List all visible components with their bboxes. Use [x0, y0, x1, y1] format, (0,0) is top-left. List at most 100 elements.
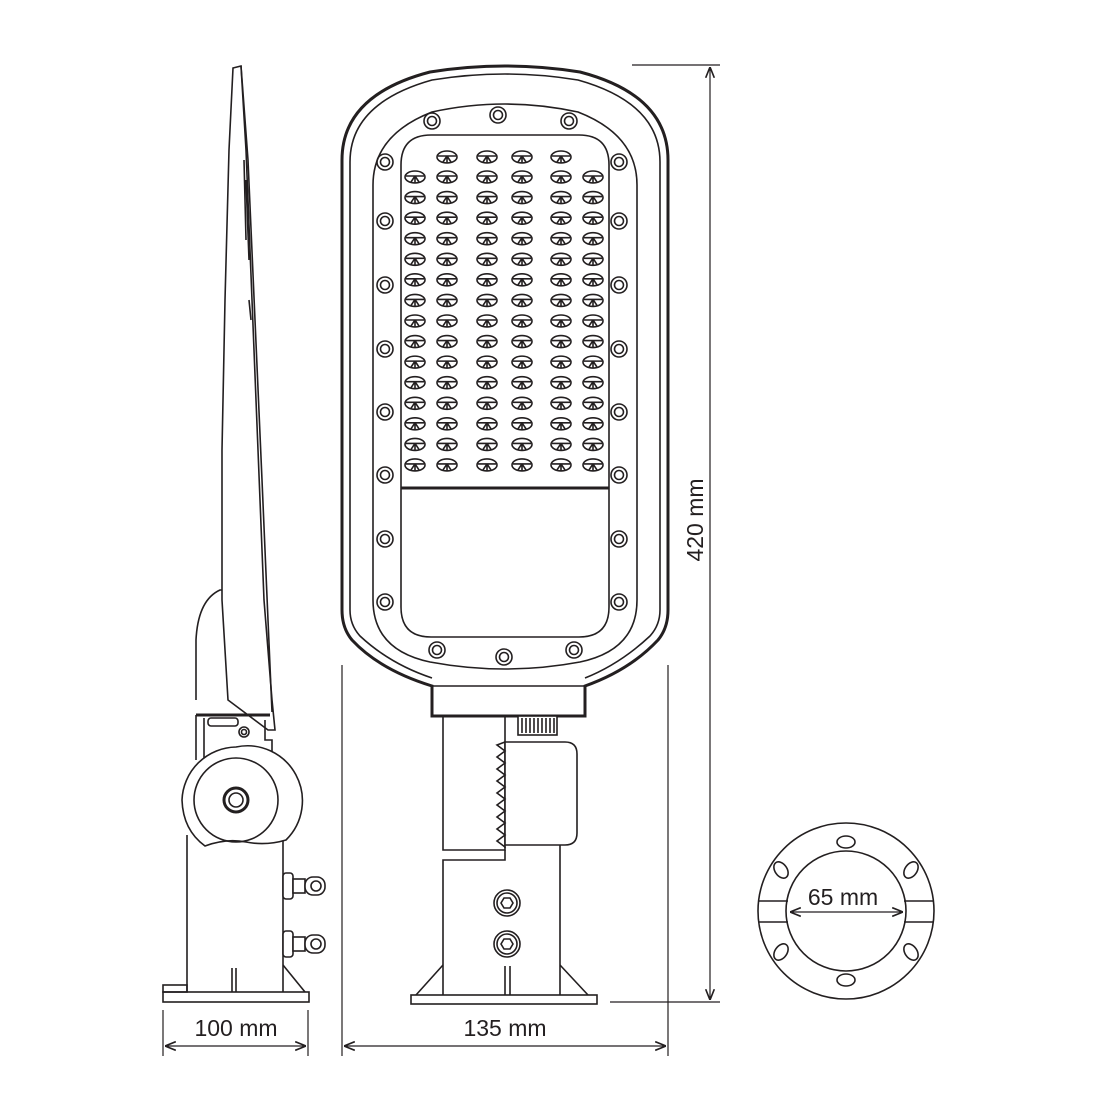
screw-icon — [376, 593, 394, 611]
flange-hole — [836, 835, 856, 849]
bracket — [410, 715, 598, 1005]
housing-outline — [340, 64, 670, 718]
led-icon — [436, 170, 458, 184]
led-icon — [476, 375, 498, 390]
led-icon — [511, 170, 533, 184]
led-icon — [582, 417, 604, 431]
led-icon — [404, 355, 426, 369]
led-icon — [476, 231, 498, 246]
led-icon — [436, 273, 458, 287]
flange-hole — [773, 861, 789, 879]
led-icon — [436, 231, 458, 246]
led-icon — [550, 417, 572, 431]
screw-icon — [376, 212, 394, 230]
led-icon — [550, 170, 572, 184]
led-icon — [511, 293, 533, 308]
led-icon — [550, 396, 572, 411]
led-icon — [476, 458, 498, 472]
led-icon — [476, 293, 498, 308]
led-icon — [476, 417, 498, 431]
side-bolt-upper — [282, 872, 326, 900]
led-icon — [404, 293, 426, 308]
flange-hole — [903, 861, 919, 879]
hex-bolt-lower — [493, 930, 521, 958]
led-icon — [404, 458, 426, 472]
led-icon — [476, 314, 498, 328]
led-icon — [436, 437, 458, 452]
screw-icon — [565, 641, 583, 659]
screw-icon — [376, 466, 394, 484]
led-icon — [476, 150, 498, 164]
led-icon — [476, 437, 498, 452]
led-icon — [582, 437, 604, 452]
led-icon — [550, 150, 572, 164]
screw-icon — [610, 340, 628, 358]
side-base-plate — [162, 991, 310, 1003]
led-icon — [550, 252, 572, 267]
screw-icon — [376, 153, 394, 171]
screw-icon — [376, 340, 394, 358]
screw-icon — [376, 276, 394, 294]
led-icon — [511, 190, 533, 205]
screw-icon — [610, 466, 628, 484]
clamp-block — [504, 741, 578, 846]
led-icon — [436, 334, 458, 349]
screw-icon — [610, 153, 628, 171]
led-icon — [550, 314, 572, 328]
led-icon — [511, 437, 533, 452]
frame-screws — [376, 106, 628, 666]
led-icon — [404, 375, 426, 390]
mounting-flange: 65 mm — [757, 822, 935, 1000]
led-icon — [582, 458, 604, 472]
flange-diameter-label: 65 mm — [808, 884, 878, 910]
led-icon — [476, 396, 498, 411]
led-icon — [436, 355, 458, 369]
led-icon — [476, 334, 498, 349]
dimension-lines: 420 mm 135 mm 100 mm — [162, 64, 720, 1056]
led-icon — [436, 314, 458, 328]
led-icon — [582, 375, 604, 390]
led-icon — [582, 273, 604, 287]
flange-hole — [836, 973, 856, 987]
screw-icon — [610, 403, 628, 421]
led-icon — [550, 293, 572, 308]
screw-icon — [560, 112, 578, 130]
frame-outline — [372, 103, 638, 670]
led-icon — [582, 211, 604, 225]
led-icon — [511, 273, 533, 287]
screw-icon — [489, 106, 507, 124]
led-icon — [511, 334, 533, 349]
led-icon — [582, 293, 604, 308]
led-icon — [436, 211, 458, 225]
led-icon — [404, 314, 426, 328]
led-icon — [404, 231, 426, 246]
led-icon — [582, 252, 604, 267]
led-icon — [550, 231, 572, 246]
led-icon — [404, 334, 426, 349]
screw-icon — [423, 112, 441, 130]
led-icon — [511, 375, 533, 390]
led-icon — [404, 252, 426, 267]
led-icon — [550, 458, 572, 472]
led-icon — [404, 170, 426, 184]
led-icon — [436, 375, 458, 390]
led-icon — [550, 190, 572, 205]
front-base-plate — [410, 994, 598, 1005]
led-icon — [404, 190, 426, 205]
led-icon — [476, 170, 498, 184]
led-icon — [404, 211, 426, 225]
led-icon — [511, 396, 533, 411]
flange-hole — [903, 943, 919, 961]
screw-icon — [610, 276, 628, 294]
led-icon — [404, 396, 426, 411]
side-bolt-lower — [282, 930, 326, 958]
led-icon — [550, 355, 572, 369]
led-icon — [582, 231, 604, 246]
hex-bolt-upper — [493, 889, 521, 917]
screw-icon — [495, 648, 513, 666]
front-width-label: 135 mm — [463, 1015, 546, 1041]
side-arm — [195, 589, 228, 700]
led-icon — [511, 314, 533, 328]
led-icon — [436, 150, 458, 164]
